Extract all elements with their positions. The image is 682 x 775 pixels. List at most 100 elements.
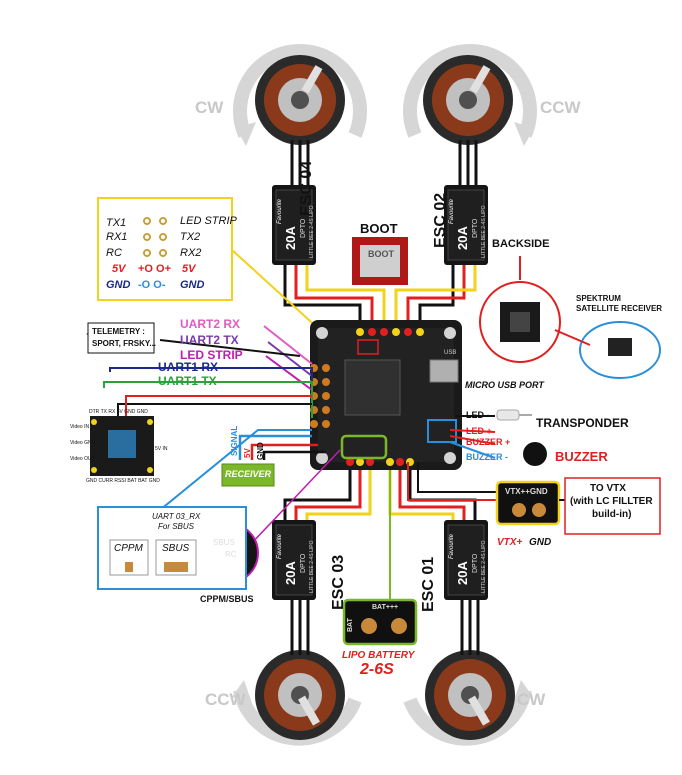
boot-pad-marker (357, 339, 379, 355)
lipo-pad-silk: BAT+++ (372, 604, 399, 611)
receiver-wires (238, 434, 326, 460)
vtx-plus-label: VTX+ (497, 537, 523, 548)
sbus-option-label: SBUS (162, 543, 190, 554)
pin-legend-left-rx1: RX1 (106, 231, 128, 243)
buzzer-plus-label: BUZZER + (466, 437, 511, 447)
cppm-option-label: CPPM (114, 543, 143, 554)
transponder-led-minus: LED - (466, 410, 490, 420)
esc-04-brand: Favourite (277, 198, 283, 224)
transponder-label: TRANSPONDER (536, 416, 629, 430)
uart3-title: UART 03_RX (152, 512, 201, 521)
receiver-5v-label: 5V (243, 448, 252, 458)
osd-5v-in: 5V IN (155, 446, 168, 452)
vtx-note-line1: TO VTX (590, 483, 626, 494)
rotation-label-top-right: CCW (540, 98, 581, 117)
rotation-label-bottom-right: CW (517, 690, 546, 709)
esc-02-spec: LITTLE BEE 2-4S LIPO (481, 205, 487, 258)
cppm-sbus-pad-label: CPPM/SBUS (200, 594, 254, 604)
pin-legend-frame (97, 197, 233, 301)
esc-01-spec: LITTLE BEE 2-4S LIPO (481, 540, 487, 593)
esc-04-spec: LITTLE BEE 2-4S LIPO (309, 205, 315, 258)
uart2-tx-label: UART2 TX (180, 333, 239, 347)
vtx-pad-silk: VTX++GND (505, 487, 548, 496)
osd-board (90, 416, 154, 476)
esc-01-mode: DPTO (472, 553, 479, 573)
uart1-rx-label: UART1 RX (158, 360, 219, 374)
vtx-note-frame (564, 477, 661, 535)
osd-pin-gnd-b2: GND (148, 478, 160, 484)
right-leaders (389, 415, 497, 600)
vtx-note-line3: build-in) (592, 509, 632, 520)
osd-pin-bat-2: BAT (138, 478, 148, 484)
osd-pin-dtr: DTR (89, 409, 100, 415)
esc-02-label: ESC 02 (432, 192, 449, 248)
battery-pad-frame (340, 434, 388, 460)
usb-pad-label: USB (444, 350, 457, 356)
flight-controller-board (310, 320, 462, 470)
esc-01-rating: 20A (455, 561, 470, 585)
pin-legend-right-5v: 5V (182, 263, 196, 275)
receiver-gnd-label: GND (256, 442, 265, 460)
rotation-arrow-top-right (403, 44, 537, 146)
esc-04-mode: DPTO (300, 218, 307, 238)
spektrum-ellipse (579, 321, 661, 379)
osd-pin-bat-1: BAT (127, 478, 137, 484)
telemetry-label-line1: TELEMETRY : (92, 327, 145, 336)
osd-pin-rx: RX (108, 409, 116, 415)
rotation-arrow-top-left (233, 44, 367, 146)
uart3-subtitle: For SBUS (158, 522, 195, 531)
lipo-pad-silk-left: BAT (347, 618, 354, 632)
uart2-rx-label: UART2 RX (180, 317, 241, 331)
transponder-led (496, 409, 520, 421)
esc-03-spec: LITTLE BEE 2-4S LIPO (309, 540, 315, 593)
receiver-signal-label: SIGNAL (230, 425, 239, 456)
pin-legend-left-5v: 5V (112, 263, 126, 275)
vtx-note-line2: (with LC FILLTER (570, 496, 653, 507)
receiver-label: RECEIVER (225, 469, 272, 479)
pin-legend-right-led: LED STRIP (180, 215, 237, 227)
esc-02-board (444, 185, 488, 265)
spektrum-label-line2: SATELLITE RECEIVER (576, 304, 663, 313)
boot-pad-label: BOOT (368, 249, 394, 259)
esc-03-brand: Favourite (277, 533, 283, 559)
pin-legend-left-rc: RC (106, 247, 122, 259)
osd-top-labels: DTR TX RX 5V GND GND (89, 409, 148, 415)
osd-pin-tx: TX (100, 409, 107, 415)
telemetry-label-line2: SPORT, FRSKY... (92, 339, 157, 348)
vtx-gnd-label: GND (529, 537, 552, 548)
pin-legend-right-gnd: GND (180, 279, 205, 291)
esc-04-rating: 20A (283, 226, 298, 250)
esc-02-rating: 20A (455, 226, 470, 250)
esc-03-rating: 20A (283, 561, 298, 585)
osd-video-in: Video IN (70, 424, 90, 430)
osd-pin-rssi: RSSI (114, 478, 127, 484)
buzzer-minus-label: BUZZER - (466, 452, 508, 462)
pin-legend-pads (143, 217, 167, 257)
backside-label: BACKSIDE (492, 238, 550, 250)
led-plus-label: LED + (466, 426, 492, 436)
osd-pin-curr: CURR (98, 478, 113, 484)
lipo-label-line1: LIPO BATTERY (342, 650, 415, 661)
esc-02-brand: Favourite (449, 198, 455, 224)
buzzer-part (523, 442, 547, 466)
esc-03-board (272, 520, 316, 600)
esc-01-label: ESC 01 (420, 556, 437, 612)
pin-legend-right-rx2: RX2 (180, 247, 202, 259)
esc-01-board (444, 520, 488, 600)
cppm-sbus-silk-rc: RC (225, 550, 237, 559)
motor-bottom-right (425, 650, 515, 740)
motor-leads (290, 140, 480, 655)
motor-top-left (255, 55, 345, 145)
osd-pin-gnd-b1: GND (86, 478, 98, 484)
boot-label: BOOT (360, 221, 398, 236)
pin-legend-mid-gnd: -O O- (138, 279, 166, 291)
buzzer-label: BUZZER (555, 449, 608, 464)
osd-pin-gnd-1: GND (124, 409, 136, 415)
motor-bottom-left (255, 650, 345, 740)
esc-03-mode: DPTO (300, 553, 307, 573)
pin-legend-left-gnd: GND (106, 279, 131, 291)
cppm-sbus-silk-sbus: SBUS (213, 538, 235, 547)
receiver-module (221, 463, 275, 487)
pin-legend-left-tx1: TX1 (106, 217, 127, 229)
